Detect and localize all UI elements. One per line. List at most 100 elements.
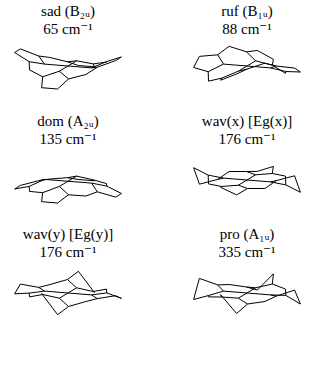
bond-line [221, 295, 237, 314]
bond-line [248, 188, 265, 189]
bond-line [30, 191, 43, 192]
bond-line [50, 58, 67, 62]
bond-line [29, 293, 30, 297]
bond-line [238, 185, 247, 188]
frequency-label: 65 cm⁻¹ [43, 21, 93, 38]
bond-line [106, 289, 107, 293]
frequency-label: 176 cm⁻¹ [40, 244, 97, 261]
mode-name: ruf (B₁ᵤ) [221, 3, 272, 20]
bond-line [39, 287, 45, 291]
bond-line [92, 293, 107, 295]
bond-line [42, 294, 58, 315]
bond-line [222, 297, 239, 298]
bond-line [272, 174, 285, 177]
bond-line [78, 271, 94, 292]
bond-line [93, 180, 106, 184]
bond-line [29, 291, 44, 293]
bond-line [86, 192, 97, 196]
bond-line [59, 71, 68, 79]
bond-line [92, 183, 107, 186]
bond-line [208, 72, 209, 82]
bond-line [15, 293, 30, 295]
bond-line [247, 172, 256, 175]
bond-line [58, 307, 69, 315]
bond-line [286, 185, 301, 192]
frequency-label: 135 cm⁻¹ [40, 131, 97, 148]
bond-line [194, 56, 200, 67]
bond-line [86, 67, 97, 74]
bond-line [39, 285, 50, 288]
bond-line [272, 65, 285, 73]
bond-line [209, 184, 222, 187]
bond-line [238, 298, 247, 304]
bond-line [43, 71, 60, 77]
bond-line [68, 280, 77, 288]
bond-line [247, 287, 256, 289]
frequency-label: 176 cm⁻¹ [219, 131, 276, 148]
bond-line [272, 284, 285, 289]
bond-line [194, 296, 209, 300]
bond-line [50, 280, 67, 285]
bond-line [256, 174, 273, 175]
bond-line [15, 49, 21, 53]
bond-line [256, 61, 273, 65]
bond-line [247, 52, 256, 61]
bond-line [78, 180, 94, 181]
bond-line [50, 178, 67, 179]
bond-line [209, 78, 222, 81]
bond-line [221, 187, 237, 195]
bond-line [39, 56, 50, 58]
bond-line [209, 296, 222, 297]
bond-line [257, 274, 273, 290]
bond-line [257, 166, 273, 171]
bond-line [93, 289, 106, 291]
bond-line [199, 55, 217, 57]
bond-line [29, 62, 30, 70]
bond-line [59, 176, 76, 186]
bond-line [107, 57, 122, 62]
bond-line [59, 288, 76, 298]
frequency-label: 335 cm⁻¹ [219, 244, 276, 261]
bond-line [237, 189, 248, 195]
bond-line [218, 46, 229, 55]
bond-line [59, 298, 68, 306]
bond-line [229, 46, 246, 52]
bond-line [208, 291, 223, 296]
mode-name: wav(y) [Eg(y)] [23, 226, 113, 243]
bond-line [15, 284, 21, 294]
mode-name: wav(x) [Eg(x)] [202, 113, 292, 130]
bond-line [229, 285, 246, 288]
bond-line [69, 75, 86, 79]
bond-line [29, 62, 44, 64]
bond-line [194, 278, 200, 299]
mode-name: sad (B₂ᵤ) [41, 3, 95, 20]
bond-line [247, 51, 258, 52]
bond-line [116, 194, 122, 198]
mode-name: dom (A₂ᵤ) [37, 113, 98, 130]
bond-line [218, 55, 224, 64]
bond-line [86, 299, 97, 302]
bond-line [272, 59, 273, 65]
bond-line [68, 271, 79, 279]
bond-line [248, 302, 265, 305]
bond-line [208, 64, 223, 72]
bond-line [59, 186, 68, 194]
bond-line [20, 49, 38, 56]
bond-line [218, 285, 224, 291]
bond-line [15, 186, 30, 189]
bond-line [29, 186, 30, 191]
bond-line [285, 289, 286, 295]
bond-line [69, 302, 86, 307]
bond-line [194, 68, 209, 72]
bond-line [286, 295, 301, 304]
frequency-label: 88 cm⁻¹ [222, 21, 272, 38]
bond-line [107, 186, 122, 193]
bond-line [69, 195, 86, 196]
bond-line [208, 296, 209, 297]
bond-line [265, 296, 276, 301]
bond-line [30, 295, 43, 297]
bond-line [42, 202, 58, 203]
bond-line [238, 175, 255, 185]
bond-line [222, 185, 239, 186]
